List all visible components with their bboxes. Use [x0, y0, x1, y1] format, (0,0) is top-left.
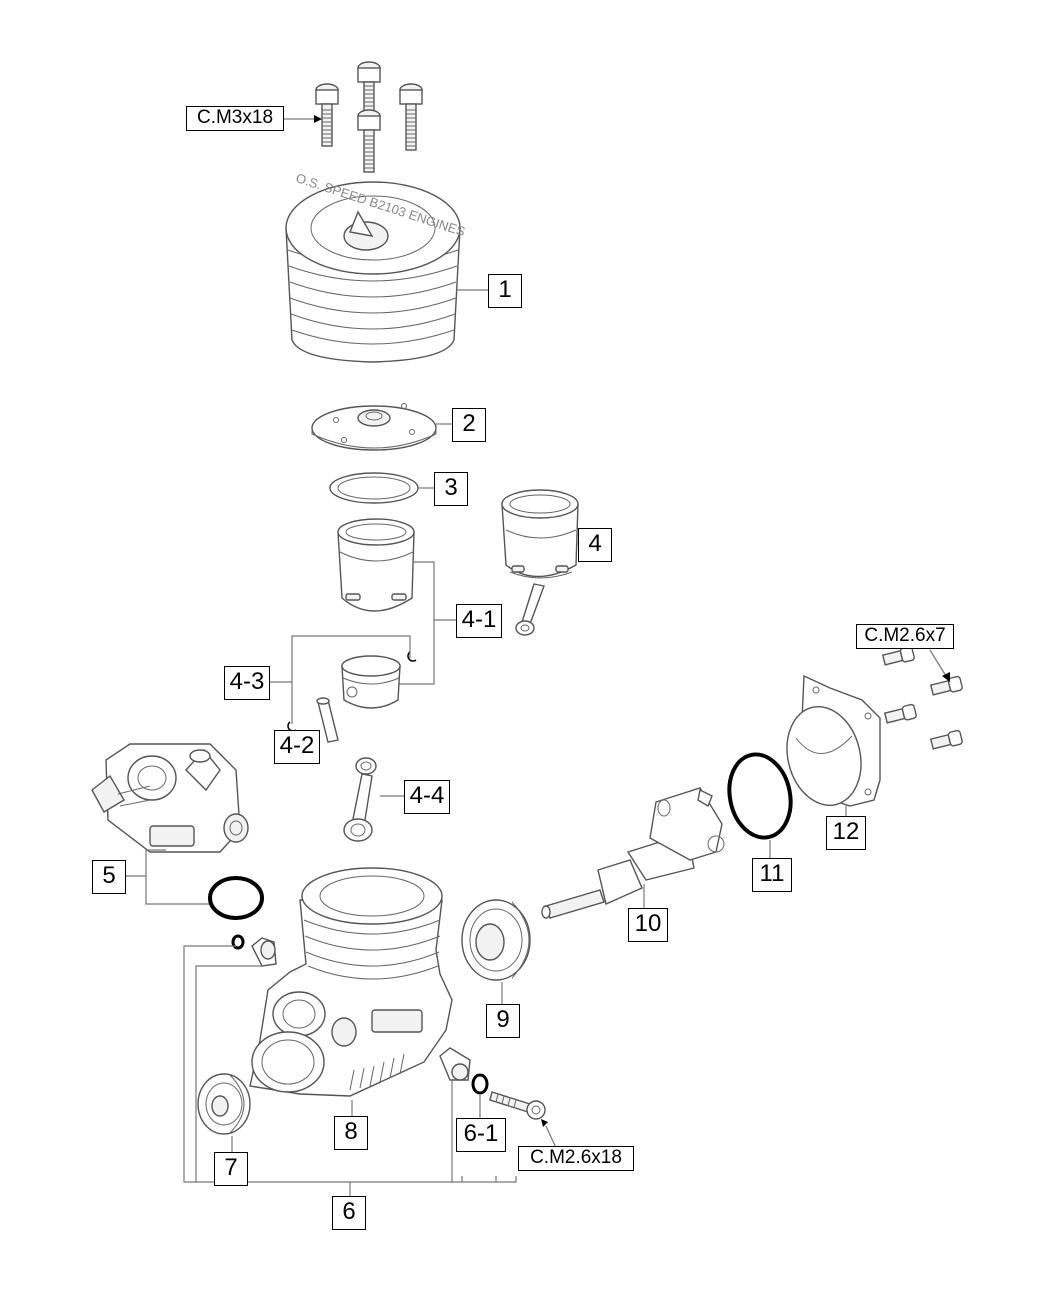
piston — [341, 655, 401, 709]
label-4-2: 4-2 — [274, 730, 320, 764]
label-6-1: 6-1 — [456, 1118, 506, 1152]
label-carb-screw: C.M2.6x18 — [518, 1146, 634, 1171]
label-7: 7 — [214, 1152, 248, 1186]
piston-pin — [316, 697, 339, 743]
label-8: 8 — [334, 1116, 368, 1150]
label-4-1: 4-1 — [456, 604, 502, 638]
label-4-4: 4-4 — [404, 780, 450, 814]
head-screw — [357, 61, 381, 119]
label-4: 4 — [578, 528, 612, 562]
front-bearing — [461, 899, 531, 1004]
label-12: 12 — [826, 816, 866, 850]
head-screw — [315, 83, 339, 147]
carburetor — [91, 743, 249, 905]
label-6: 6 — [332, 1196, 366, 1230]
back-plate-screws — [881, 645, 963, 750]
cylinder-liner — [337, 518, 456, 685]
label-5: 5 — [92, 860, 126, 894]
carb-screw — [489, 1091, 557, 1149]
connecting-rod — [343, 757, 404, 842]
head-gasket — [329, 472, 434, 504]
needle-valve-plug-bottom — [439, 1047, 471, 1081]
label-3: 3 — [434, 472, 468, 506]
label-1: 1 — [488, 274, 522, 308]
back-plate-o-ring — [727, 752, 793, 858]
head-screw — [399, 83, 423, 151]
label-2: 2 — [452, 408, 486, 442]
head-screw — [357, 109, 381, 173]
label-9: 9 — [486, 1004, 520, 1038]
carb-o-ring — [208, 876, 264, 920]
o-ring-6-1 — [471, 1073, 489, 1118]
bracket-6 — [183, 945, 517, 1196]
head-button — [311, 403, 452, 451]
head-screws — [284, 61, 423, 173]
rear-bearing — [197, 1073, 251, 1152]
label-4-3: 4-3 — [224, 666, 270, 700]
crankshaft — [541, 787, 725, 919]
cylinder-head: O.S. SPEED B2103 ENGINES — [285, 170, 488, 363]
label-backplate-screw: C.M2.6x7 — [856, 624, 954, 649]
label-head-screw: C.M3x18 — [186, 106, 284, 131]
crankcase — [249, 867, 453, 1116]
back-plate — [786, 674, 881, 820]
piston-liner-assembly — [501, 489, 579, 636]
label-11: 11 — [752, 858, 792, 892]
label-10: 10 — [628, 908, 668, 942]
needle-valve-plug-top — [231, 934, 277, 967]
